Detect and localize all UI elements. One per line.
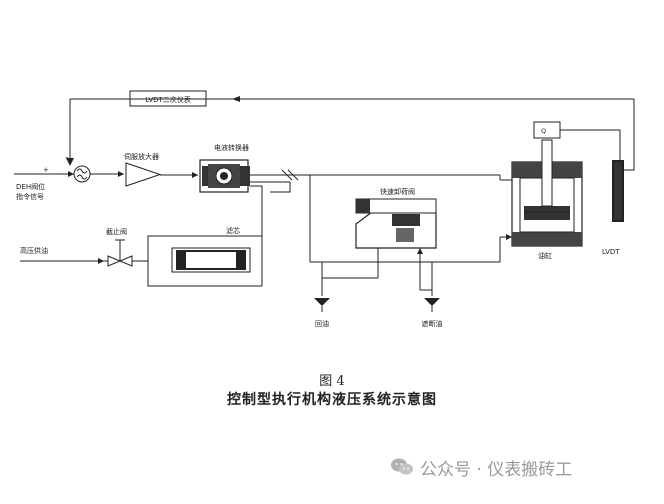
- lvdt-instrument-label: LVDT二次仪表: [145, 95, 191, 104]
- trip-oil-symbol: 遮断油: [422, 298, 443, 328]
- watermark-text: 公众号 · 仪表搬砖工: [420, 459, 573, 480]
- deh-input: DEH阀位 指令信号: [14, 171, 74, 201]
- sign-plus: +: [43, 166, 49, 174]
- svg-text:Q: Q: [541, 127, 546, 135]
- servo-amplifier: 伺服放大器: [90, 152, 198, 187]
- filter-label: 滤芯: [226, 226, 240, 235]
- figure-title: 控制型执行机构液压系统示意图: [227, 392, 437, 408]
- watermark: 公众号 · 仪表搬砖工: [390, 455, 573, 480]
- lvdt-instrument-box: LVDT二次仪表: [129, 90, 207, 107]
- wechat-icon: [391, 458, 413, 475]
- servo-amplifier-label: 伺服放大器: [124, 152, 159, 161]
- oil-cylinder: Q 油缸: [511, 121, 621, 260]
- hp-oil-supply-label: 高压供油: [20, 246, 48, 255]
- deh-signal-label-1: DEH阀位: [16, 182, 45, 191]
- return-oil-label: 回油: [315, 319, 329, 328]
- return-oil-symbol: 回油: [314, 298, 330, 328]
- summing-junction: – +: [43, 153, 91, 183]
- hp-oil-supply-line: 高压供油: [20, 246, 148, 264]
- stop-valve-label: 截止阀: [106, 227, 127, 236]
- quick-unload-valve-label: 快速卸荷阀: [380, 187, 415, 196]
- sign-minus: –: [65, 153, 69, 161]
- filter: 滤芯: [147, 226, 263, 287]
- converter-label: 电液转换器: [214, 143, 249, 152]
- stop-valve: 截止阀: [106, 227, 133, 267]
- deh-signal-label-2: 指令信号: [16, 192, 44, 201]
- figure-number: 图 4: [319, 374, 345, 389]
- quick-unload-valve: 快速卸荷阀: [355, 187, 437, 290]
- lvdt-label: LVDT: [602, 248, 620, 256]
- electro-hydraulic-converter: 电液转换器: [199, 143, 250, 193]
- trip-oil-label: 遮断油: [422, 319, 443, 328]
- feedback-line: [66, 96, 635, 171]
- oil-cylinder-label: 油缸: [538, 251, 552, 260]
- lvdt-transducer: LVDT: [602, 160, 624, 256]
- main-oil-lines: [250, 169, 512, 263]
- return-trip-lines: [321, 262, 433, 296]
